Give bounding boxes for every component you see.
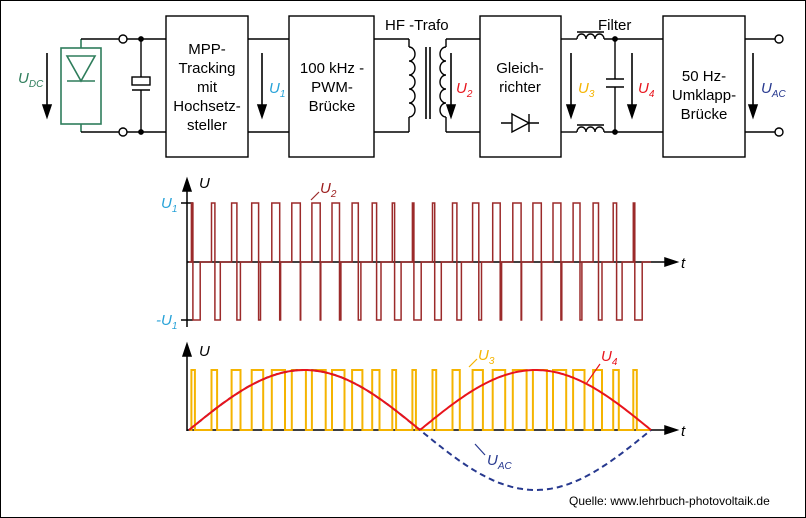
terminal-icon bbox=[118, 127, 128, 137]
u2-leader-line bbox=[310, 191, 320, 201]
mpp-line-4: Hochsetz- bbox=[173, 98, 241, 115]
u3-leader-line bbox=[468, 358, 478, 368]
mpp-line-3: mit bbox=[197, 79, 218, 96]
chart-u2-tick-neg: -U1 bbox=[156, 312, 177, 332]
arrow-down-icon bbox=[445, 53, 457, 120]
mpp-tracking-block bbox=[165, 15, 249, 158]
uac-label: UAC bbox=[761, 80, 787, 100]
arrow-down-icon bbox=[747, 53, 759, 120]
uac-leader-line bbox=[474, 443, 486, 456]
voltage-labels: UDC U1 U2 U3 U4 UAC bbox=[18, 70, 787, 100]
chart-output-u4-label: U4 bbox=[601, 348, 618, 368]
chart-output-x-axis-label: t bbox=[681, 423, 686, 440]
rect-line-1: Gleich- bbox=[496, 60, 544, 77]
unfold-line-1: 50 Hz- bbox=[682, 68, 726, 85]
capacitor-icon bbox=[131, 36, 151, 135]
diode-icon bbox=[501, 112, 539, 134]
u3-label: U3 bbox=[578, 80, 595, 100]
rectifier-block bbox=[479, 15, 562, 158]
chart-output-uac-label: UAC bbox=[487, 452, 513, 472]
chart-u2: U t U1 -U1 U2 bbox=[156, 175, 686, 332]
mpp-line-1: MPP- bbox=[188, 41, 226, 58]
circuit bbox=[60, 15, 784, 158]
u2-label: U2 bbox=[456, 80, 473, 100]
chart-output: U t U3 U4 UAC bbox=[181, 341, 686, 491]
chart-output-y-axis-label: U bbox=[199, 343, 210, 360]
source-caption: Quelle: www.lehrbuch-photovoltaik.de bbox=[569, 494, 770, 508]
arrow-down-icon bbox=[565, 53, 577, 120]
block-labels: MPP- Tracking mit Hochsetz- steller 100 … bbox=[173, 17, 736, 134]
arrow-down-icon bbox=[41, 53, 53, 120]
mpp-line-2: Tracking bbox=[179, 60, 236, 77]
pwm-line-1: 100 kHz - bbox=[300, 60, 364, 77]
pwm-line-3: Brücke bbox=[309, 98, 356, 115]
unfold-line-2: Umklapp- bbox=[672, 87, 736, 104]
chart-u2-y-axis-label: U bbox=[199, 175, 210, 192]
terminal-icon bbox=[774, 127, 784, 137]
rect-line-2: richter bbox=[499, 79, 541, 96]
mpp-line-5: steller bbox=[187, 117, 227, 134]
filter-inductor-icon bbox=[576, 31, 605, 133]
u4-leader-line bbox=[585, 363, 601, 385]
trafo-label: HF -Trafo bbox=[385, 17, 449, 34]
chart-u2-series-label: U2 bbox=[320, 180, 337, 200]
unfolding-bridge-block bbox=[662, 15, 746, 158]
u4-label: U4 bbox=[638, 80, 655, 100]
udc-label: UDC bbox=[18, 70, 44, 90]
pwm-bridge-block bbox=[288, 15, 375, 158]
u2-waveform bbox=[189, 202, 651, 321]
filter-capacitor-icon bbox=[606, 36, 624, 135]
transformer-icon bbox=[408, 39, 447, 132]
filter-label: Filter bbox=[598, 17, 631, 34]
arrow-down-icon bbox=[626, 53, 638, 120]
chart-u2-x-axis-label: t bbox=[681, 255, 686, 272]
u4-waveform bbox=[188, 369, 652, 431]
pwm-line-2: PWM- bbox=[311, 79, 353, 96]
u3-waveform bbox=[189, 369, 651, 431]
terminal-icon bbox=[774, 34, 784, 44]
pv-module-icon bbox=[60, 39, 102, 132]
unfold-line-3: Brücke bbox=[681, 106, 728, 123]
u1-label: U1 bbox=[269, 80, 285, 100]
terminal-icon bbox=[118, 34, 128, 44]
chart-output-u3-label: U3 bbox=[478, 347, 495, 367]
arrow-down-icon bbox=[256, 53, 268, 120]
voltage-arrows bbox=[41, 53, 759, 120]
chart-u2-tick-pos: U1 bbox=[161, 195, 177, 215]
